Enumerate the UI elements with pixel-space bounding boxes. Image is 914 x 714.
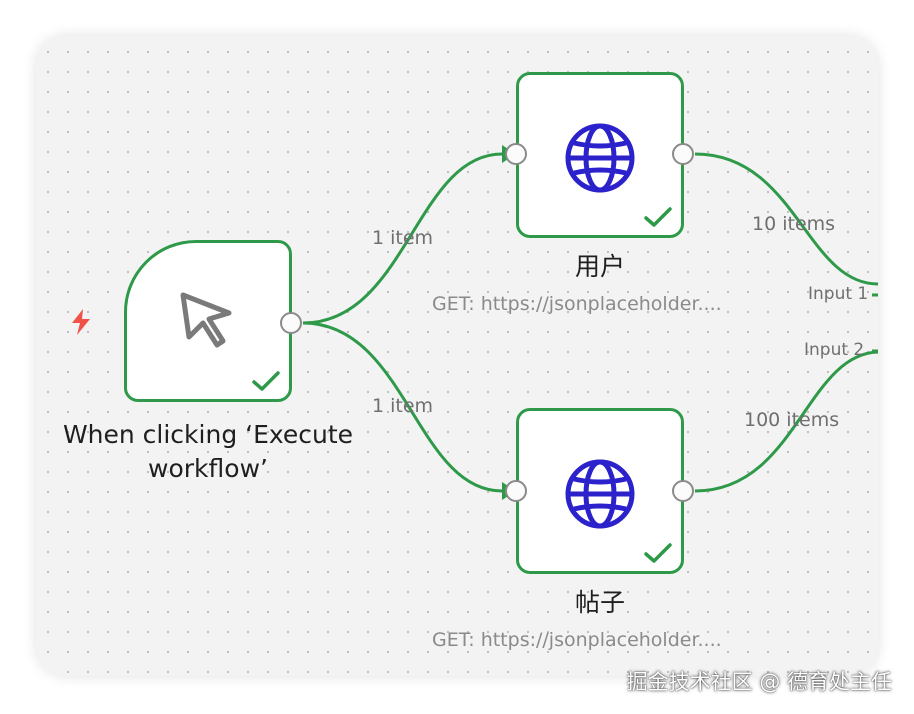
- merge-input-2-label: Input 2: [804, 340, 865, 360]
- posts-output-handle[interactable]: [672, 480, 694, 502]
- users-input-handle[interactable]: [505, 143, 527, 165]
- users-node-title: 用户: [574, 252, 625, 281]
- merge-input-1-label: Input 1: [808, 284, 869, 304]
- checkmark-icon: [252, 371, 280, 391]
- edge-label-posts-merge: 100 items: [744, 409, 840, 431]
- trigger-node-title: When clicking ‘Execute workflow’: [50, 418, 366, 486]
- users-output-handle[interactable]: [672, 143, 694, 165]
- posts-node-subtitle: GET: https://jsonplaceholder....: [432, 629, 722, 651]
- trigger-output-handle[interactable]: [280, 312, 302, 334]
- lightning-bolt-icon: [72, 309, 90, 335]
- watermark: 掘金技术社区 @ 德育处主任: [626, 670, 892, 694]
- checkmark-icon: [644, 543, 672, 563]
- trigger-title-line-1: When clicking ‘Execute: [62, 420, 354, 449]
- http-request-node-posts[interactable]: [516, 408, 684, 574]
- connection-trigger-to-posts[interactable]: [302, 321, 503, 493]
- connections-layer: [302, 145, 878, 500]
- manual-trigger-node[interactable]: [124, 240, 292, 402]
- globe-icon: [565, 459, 635, 529]
- http-request-node-users[interactable]: [516, 72, 684, 238]
- connection-users-to-merge[interactable]: [694, 152, 878, 286]
- globe-icon: [565, 123, 635, 193]
- connection-trigger-to-users[interactable]: [302, 152, 503, 325]
- edge-label-trigger-posts: 1 item: [372, 395, 434, 417]
- connection-posts-to-merge[interactable]: [694, 350, 878, 493]
- posts-node-title: 帖子: [574, 588, 625, 617]
- mouse-pointer-icon: [180, 292, 232, 348]
- trigger-title-line-2: workflow’: [148, 454, 268, 483]
- posts-input-handle[interactable]: [505, 480, 527, 502]
- workflow-canvas[interactable]: When clicking ‘Execute workflow’ 用户 GET:…: [36, 36, 878, 676]
- edge-label-trigger-users: 1 item: [372, 227, 434, 249]
- users-node-subtitle: GET: https://jsonplaceholder....: [432, 293, 722, 315]
- checkmark-icon: [644, 207, 672, 227]
- edge-label-users-merge: 10 items: [752, 213, 836, 235]
